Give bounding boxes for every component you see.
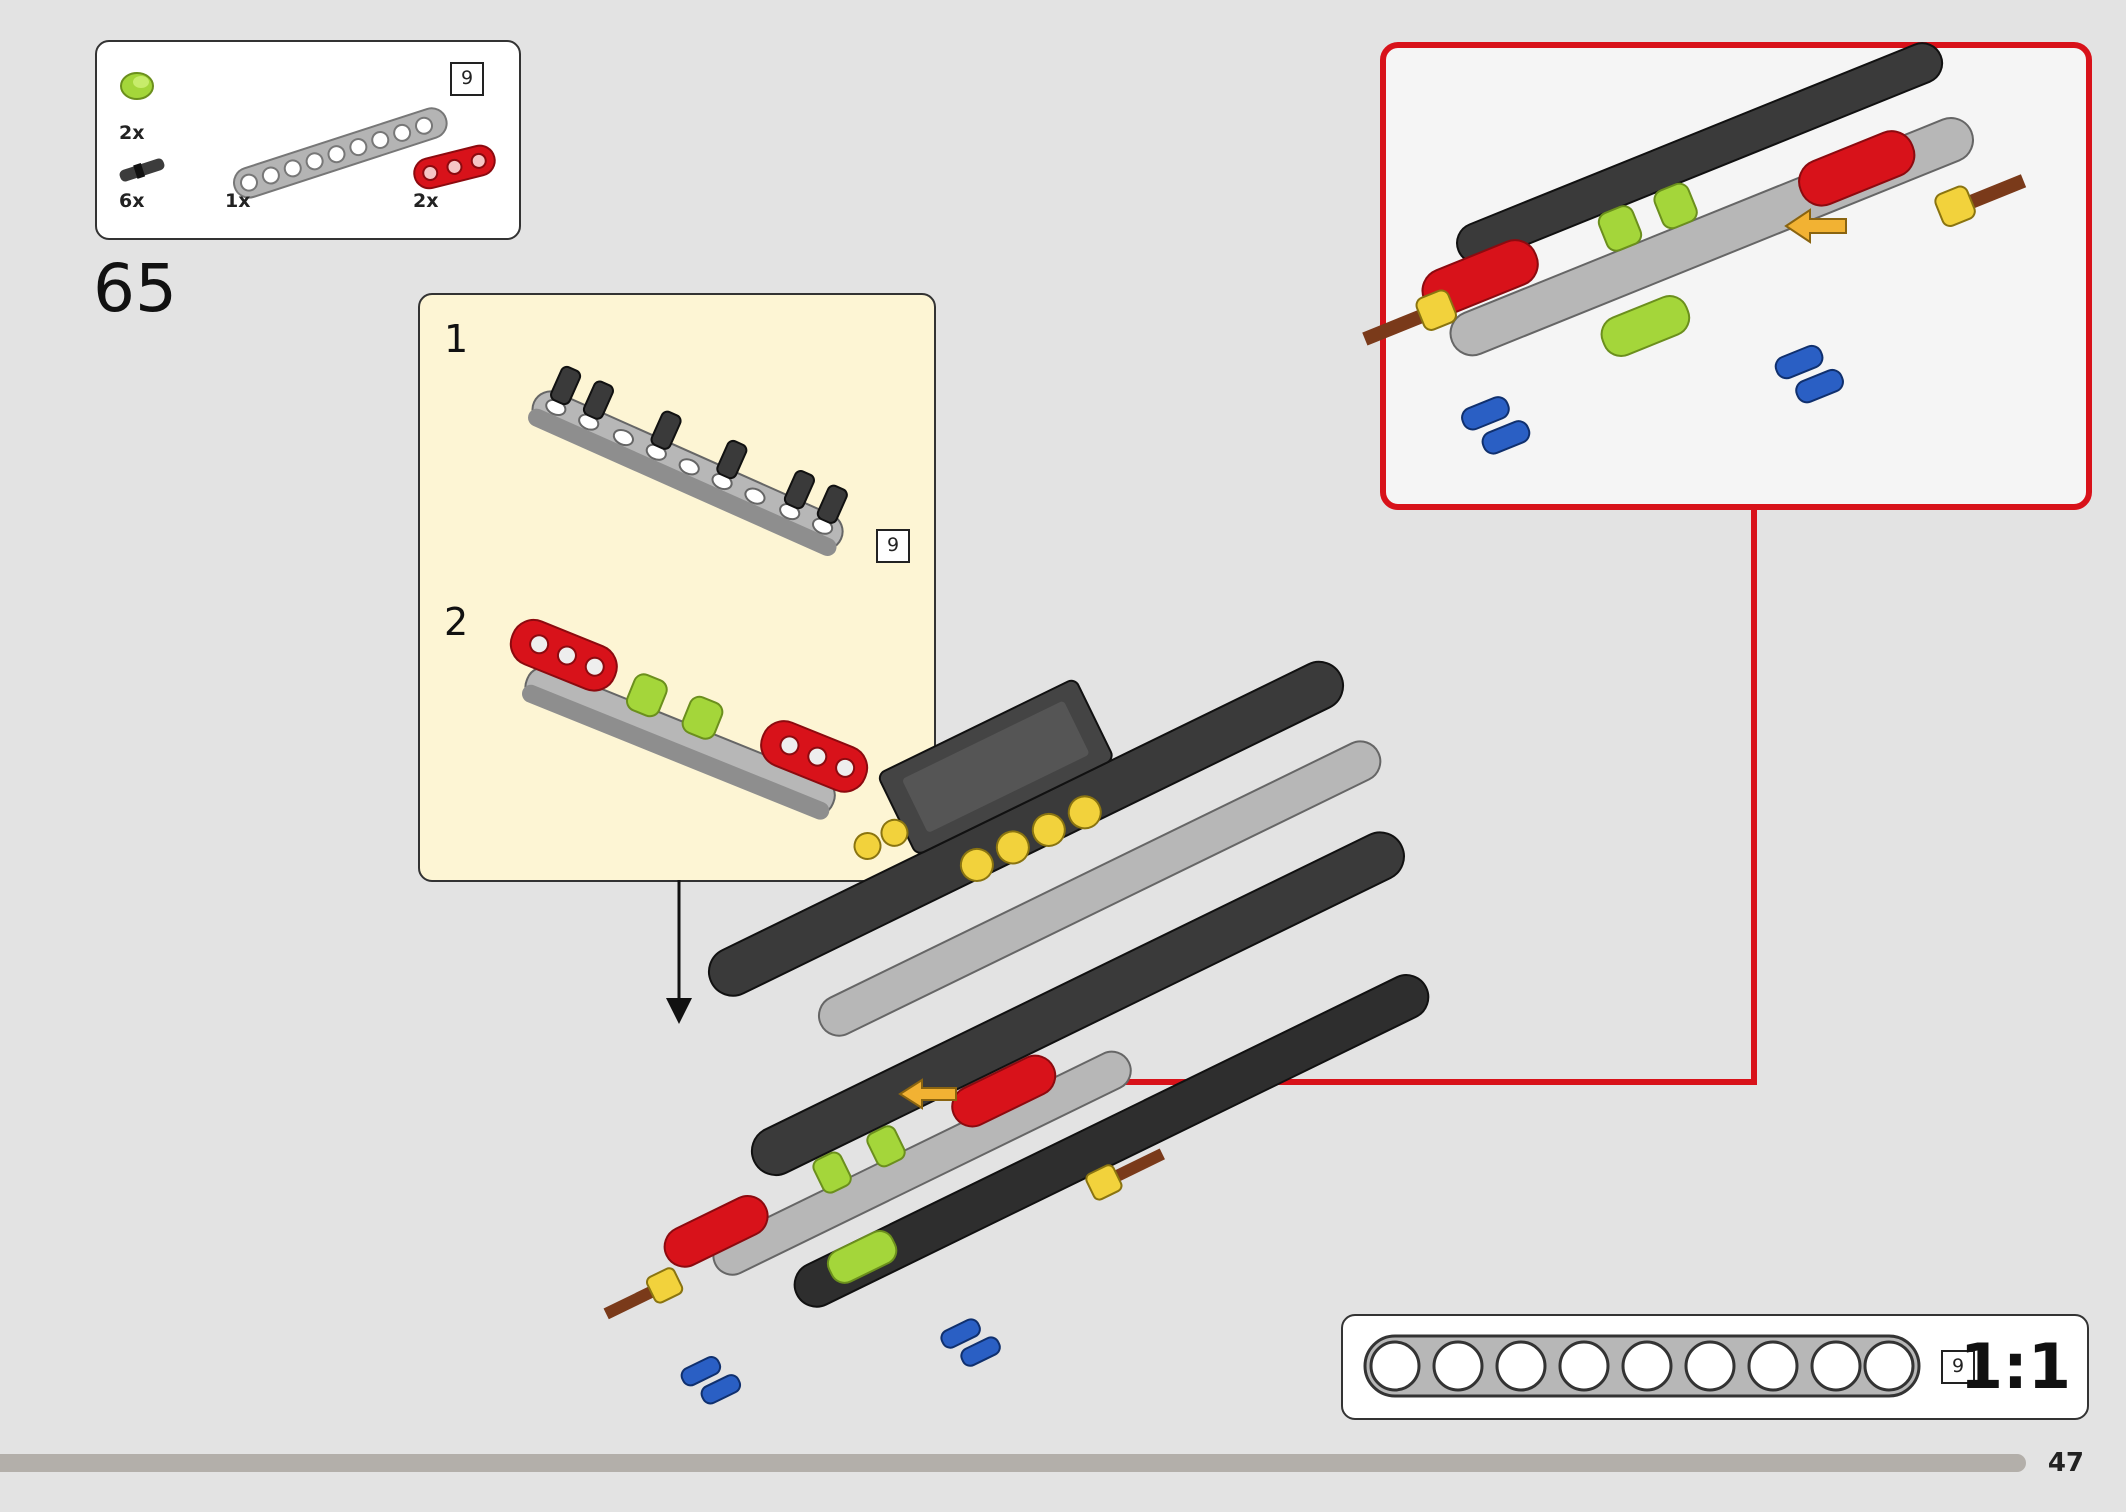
parts-list-box: 2x 6x 9 1x 2x	[95, 40, 521, 240]
scale-ratio: 1:1	[1959, 1330, 2071, 1403]
beam-with-bushings-illustration	[509, 618, 869, 820]
scale-length-badge: 9	[1941, 1350, 1975, 1384]
beam-3-icon	[413, 144, 496, 190]
parts-qty-bushing: 2x	[119, 122, 145, 144]
sub-step-2-number: 2	[444, 600, 469, 644]
main-model-illustration	[603, 660, 1430, 1405]
callout-detail-box	[1362, 42, 2092, 510]
page-number: 47	[2047, 1448, 2084, 1478]
lime-bushing-icon	[120, 72, 154, 100]
sub-step-1-number: 1	[444, 317, 469, 361]
progress-bar	[0, 1454, 2026, 1472]
pin-icon	[119, 158, 165, 182]
beam-with-pins-illustration	[528, 365, 848, 557]
beam-9-icon	[233, 107, 448, 199]
sub-step-1-length-badge: 9	[876, 529, 910, 563]
scale-beam-illustration	[1363, 1334, 1921, 1398]
parts-beam-length-badge: 9	[450, 62, 484, 96]
parts-qty-beam-3: 2x	[413, 190, 439, 212]
parts-qty-pin: 6x	[119, 190, 145, 212]
parts-qty-beam-9: 1x	[225, 190, 251, 212]
sub-assembly-box: 1 9 2	[418, 293, 936, 882]
step-number: 65	[93, 250, 177, 327]
callout-detail-illustration	[1362, 42, 2027, 455]
scale-ruler-box: 9 1:1	[1341, 1314, 2089, 1420]
